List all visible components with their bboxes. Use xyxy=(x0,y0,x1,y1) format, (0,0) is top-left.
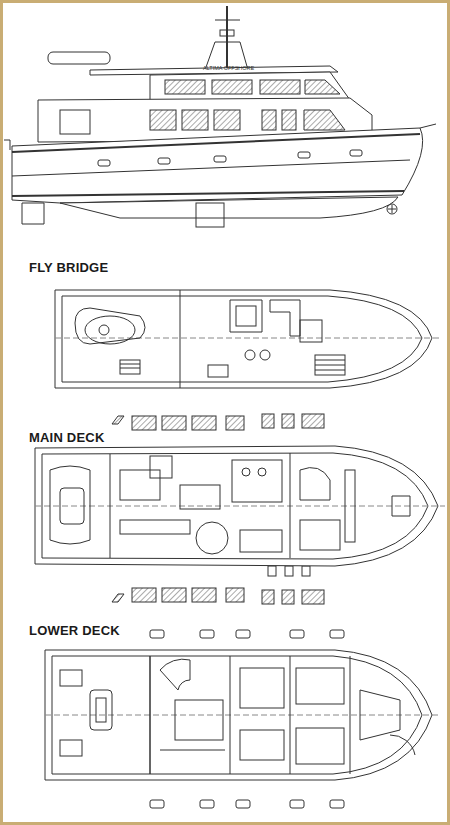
deck-heading: MAIN DECK xyxy=(29,430,104,445)
yacht-drawing xyxy=(3,3,447,822)
deck-heading: FLY BRIDGE xyxy=(29,260,108,275)
hull-name: ALTIMA OFFSHORE xyxy=(203,65,254,71)
deck-heading: LOWER DECK xyxy=(29,623,120,638)
